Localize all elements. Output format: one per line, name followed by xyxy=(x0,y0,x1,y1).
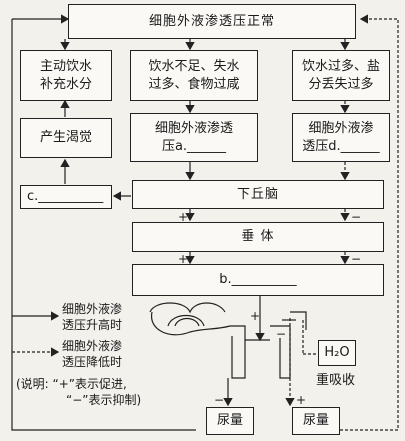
outer-return-line xyxy=(11,80,196,431)
cause-a-box: 饮水不足、失水 过多、食物过咸 xyxy=(130,50,258,101)
cause-a-line2: 过多、食物过咸 xyxy=(148,76,240,92)
nephron-drawing xyxy=(149,302,307,379)
osm-a-line1: 细胞外液渗透 xyxy=(154,120,233,136)
hypothalamus-label: 下丘脑 xyxy=(236,186,279,202)
urine-left-label: 尿量 xyxy=(216,413,243,429)
replenish-line2: 补充水分 xyxy=(39,76,92,92)
plus-sign-3: + xyxy=(250,309,261,323)
legend-dashed-line1: 细胞外液渗 xyxy=(62,339,123,353)
osm-d-box: 细胞外液渗 透压d.______ xyxy=(292,113,390,162)
c-box: c.__________ xyxy=(20,185,112,209)
urine-left-box: 尿量 xyxy=(206,407,254,435)
hypothalamus-box: 下丘脑 xyxy=(132,180,384,209)
legend-dashed-text: 细胞外液渗 透压降低时 xyxy=(62,338,122,370)
c-label: c.__________ xyxy=(27,189,104,205)
osm-a-box: 细胞外液渗透 压a.______ xyxy=(130,113,258,162)
urine-right-box: 尿量 xyxy=(292,407,340,435)
cause-d-line1: 饮水过多、盐 xyxy=(301,58,380,74)
osm-d-line2: 透压d.______ xyxy=(302,138,380,154)
replenish-water-box: 主动饮水 补充水分 xyxy=(20,50,112,101)
minus-sign-4: − xyxy=(214,393,225,407)
thirst-label: 产生渴觉 xyxy=(39,130,92,146)
note-text: (说明: “+”表示促进, “−”表示抑制) xyxy=(16,376,141,408)
urine-right-label: 尿量 xyxy=(302,413,329,429)
cause-d-box: 饮水过多、盐 分丢失过多 xyxy=(292,50,390,101)
normal-osmolarity-box: 细胞外液渗透压正常 xyxy=(68,4,356,39)
top-label: 细胞外液渗透压正常 xyxy=(148,13,275,29)
osm-d-line1: 细胞外液渗 xyxy=(308,120,374,136)
pituitary-box: 垂 体 xyxy=(132,222,384,252)
minus-sign-1: − xyxy=(351,210,362,224)
note-line1: (说明: “+”表示促进, xyxy=(16,377,127,391)
b-label: b.__________ xyxy=(219,272,297,288)
b-box: b.__________ xyxy=(132,264,384,296)
minus-sign-3: − xyxy=(276,327,287,341)
h2o-box: H₂O xyxy=(318,340,356,366)
plus-sign-4: + xyxy=(296,393,307,407)
legend-solid-text: 细胞外液渗 透压升高时 xyxy=(62,301,122,333)
legend-solid-line1: 细胞外液渗 xyxy=(62,302,123,316)
plus-sign-2: + xyxy=(178,252,189,266)
pituitary-label: 垂 体 xyxy=(241,229,275,245)
reabsorb-label: 重吸收 xyxy=(316,373,356,388)
note-line2: “−”表示抑制) xyxy=(66,393,142,408)
plus-sign-1: + xyxy=(178,210,189,224)
legend-dashed-line2: 透压降低时 xyxy=(62,355,123,370)
replenish-line1: 主动饮水 xyxy=(39,58,92,74)
outer-right-dashed-return xyxy=(340,14,399,431)
osm-a-line2: 压a.______ xyxy=(161,138,227,154)
minus-sign-2: − xyxy=(351,252,362,266)
legend-solid-line2: 透压升高时 xyxy=(62,318,123,333)
cause-a-line1: 饮水不足、失水 xyxy=(148,58,240,74)
cause-d-line2: 分丢失过多 xyxy=(308,76,374,92)
thirst-box: 产生渴觉 xyxy=(20,118,112,158)
h2o-label: H₂O xyxy=(324,345,350,361)
